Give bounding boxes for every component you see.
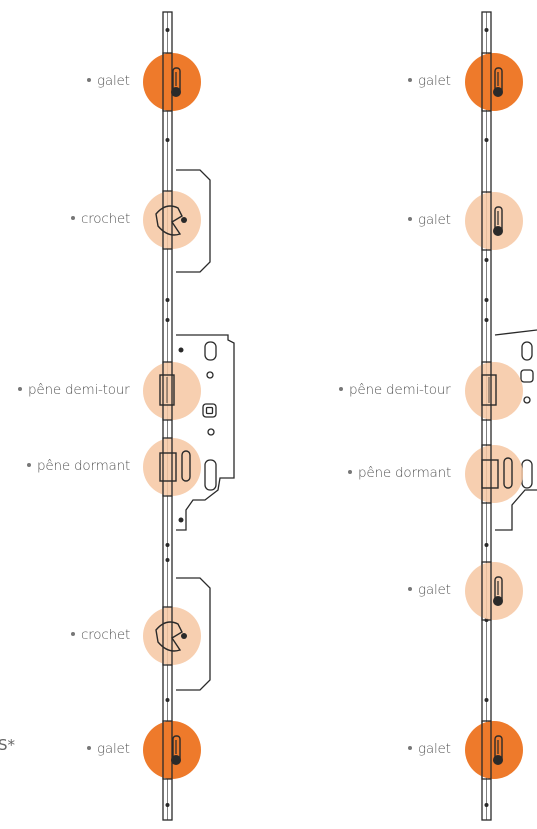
label-text: crochet — [81, 211, 131, 227]
right-point-3-label: pêne demi-tour — [339, 382, 451, 398]
left-point-6-label: galet — [87, 741, 130, 757]
label-text: galet — [418, 741, 451, 757]
left-point-1 — [143, 52, 201, 112]
right-point-2 — [465, 191, 523, 251]
left-point-3-latch-icon — [159, 374, 175, 406]
left-point-1-roller-icon — [171, 67, 181, 97]
right-point-3-latch-icon — [481, 374, 497, 406]
bullet-icon — [408, 217, 412, 221]
left-point-4 — [143, 437, 201, 497]
left-point-5 — [143, 606, 201, 666]
bullet-icon — [408, 78, 412, 82]
right-point-3 — [465, 361, 523, 421]
left-point-4-label: pêne dormant — [27, 458, 130, 474]
right-point-5 — [465, 561, 523, 621]
right-locking-points — [465, 52, 523, 780]
left-locking-points — [143, 52, 201, 780]
label-text: galet — [418, 73, 451, 89]
right-point-4-highlight — [465, 445, 523, 503]
left-point-5-hook-icon — [155, 621, 187, 652]
bullet-icon — [71, 632, 75, 636]
right-point-5-highlight — [465, 562, 523, 620]
right-point-5-roller-icon — [493, 576, 503, 606]
label-text: galet — [97, 741, 130, 757]
bullet-icon — [408, 587, 412, 591]
right-point-6-label: galet — [408, 741, 451, 757]
bullet-icon — [339, 387, 343, 391]
left-point-2 — [143, 190, 201, 250]
bullet-icon — [408, 746, 412, 750]
left-point-3 — [143, 361, 201, 421]
right-point-5-label: galet — [408, 582, 451, 598]
right-point-6-highlight — [465, 721, 523, 779]
left-point-2-label: crochet — [71, 211, 130, 227]
left-point-6-roller-icon — [171, 735, 181, 765]
left-point-4-bolt-icon — [159, 450, 191, 482]
right-point-3-highlight — [465, 362, 523, 420]
bullet-icon — [18, 387, 22, 391]
right-point-1-label: galet — [408, 73, 451, 89]
label-text: galet — [418, 212, 451, 228]
label-text: pêne demi-tour — [349, 382, 451, 398]
left-point-3-label: pêne demi-tour — [18, 382, 130, 398]
right-point-6-roller-icon — [493, 735, 503, 765]
right-point-4 — [465, 444, 523, 504]
right-point-1 — [465, 52, 523, 112]
label-text: galet — [418, 582, 451, 598]
right-point-6 — [465, 720, 523, 780]
right-point-2-roller-icon — [493, 206, 503, 236]
left-point-2-hook-icon — [155, 205, 187, 236]
bullet-icon — [348, 470, 352, 474]
label-text: galet — [97, 73, 130, 89]
right-point-4-bolt-icon — [481, 457, 513, 489]
left-point-1-label: galet — [87, 73, 130, 89]
right-point-2-highlight — [465, 192, 523, 250]
right-point-2-label: galet — [408, 212, 451, 228]
bullet-icon — [71, 216, 75, 220]
label-text: pêne dormant — [358, 465, 452, 481]
left-point-5-label: crochet — [71, 627, 130, 643]
bullet-icon — [87, 78, 91, 82]
side-note: S* — [0, 736, 16, 754]
right-point-1-highlight — [465, 53, 523, 111]
left-point-6 — [143, 720, 201, 780]
label-text: pêne demi-tour — [28, 382, 130, 398]
bullet-icon — [87, 746, 91, 750]
right-point-1-roller-icon — [493, 67, 503, 97]
label-text: pêne dormant — [37, 458, 131, 474]
right-point-4-label: pêne dormant — [348, 465, 451, 481]
label-text: crochet — [81, 627, 131, 643]
bullet-icon — [27, 463, 31, 467]
